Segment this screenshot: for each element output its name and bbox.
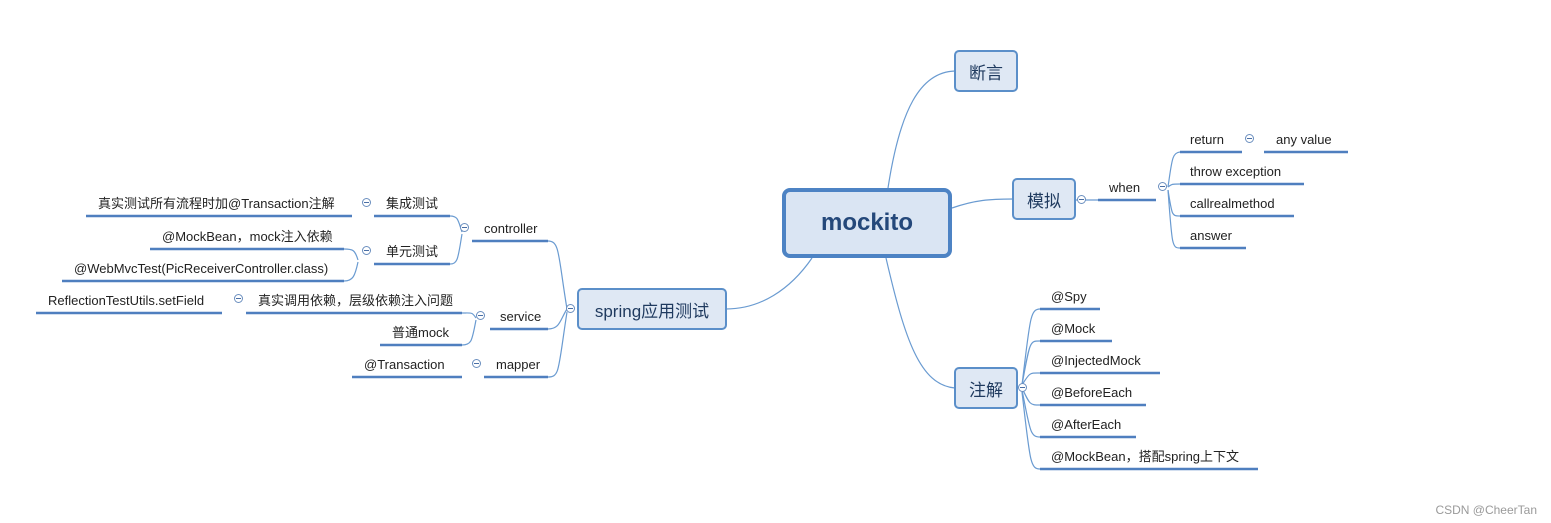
node-any-value[interactable]: any value bbox=[1276, 132, 1332, 147]
branch-simulate[interactable]: 模拟 bbox=[1012, 178, 1076, 220]
node-real-call[interactable]: 真实调用依赖，层级依赖注入问题 bbox=[258, 293, 454, 308]
node-reflection[interactable]: ReflectionTestUtils.setField bbox=[48, 293, 205, 308]
annotation-item[interactable]: @BeforeEach bbox=[1051, 385, 1133, 400]
node-callrealmethod[interactable]: callrealmethod bbox=[1190, 196, 1275, 211]
branch-spring-test[interactable]: spring应用测试 bbox=[577, 288, 727, 330]
annotation-item[interactable]: @Mock bbox=[1051, 321, 1096, 336]
collapse-toggle-icon[interactable] bbox=[1077, 195, 1086, 204]
node-integration-test[interactable]: 集成测试 bbox=[386, 196, 439, 211]
node-when[interactable]: when bbox=[1109, 180, 1141, 195]
node-normal-mock[interactable]: 普通mock bbox=[392, 325, 450, 340]
node-service[interactable]: service bbox=[500, 309, 542, 324]
node-throw-exception[interactable]: throw exception bbox=[1190, 164, 1282, 179]
collapse-toggle-icon[interactable] bbox=[362, 246, 371, 255]
branch-annotation[interactable]: 注解 bbox=[954, 367, 1018, 409]
node-answer[interactable]: answer bbox=[1190, 228, 1232, 243]
collapse-toggle-icon[interactable] bbox=[476, 311, 485, 320]
collapse-toggle-icon[interactable] bbox=[1245, 134, 1254, 143]
collapse-toggle-icon[interactable] bbox=[460, 223, 469, 232]
annotation-item[interactable]: @AfterEach bbox=[1051, 417, 1122, 432]
collapse-toggle-icon[interactable] bbox=[566, 304, 575, 313]
annotation-item[interactable]: @MockBean，搭配spring上下文 bbox=[1051, 449, 1240, 464]
node-controller[interactable]: controller bbox=[484, 221, 538, 236]
node-mapper[interactable]: mapper bbox=[496, 357, 541, 372]
branch-assert[interactable]: 断言 bbox=[954, 50, 1018, 92]
node-webmvctest-note[interactable]: @WebMvcTest(PicReceiverController.class) bbox=[74, 261, 329, 276]
collapse-toggle-icon[interactable] bbox=[1158, 182, 1167, 191]
annotation-item[interactable]: @InjectedMock bbox=[1051, 353, 1141, 368]
node-transaction[interactable]: @Transaction bbox=[364, 357, 445, 372]
collapse-toggle-icon[interactable] bbox=[234, 294, 243, 303]
watermark: CSDN @CheerTan bbox=[1435, 503, 1537, 517]
annotation-item[interactable]: @Spy bbox=[1051, 289, 1087, 304]
collapse-toggle-icon[interactable] bbox=[362, 198, 371, 207]
node-return[interactable]: return bbox=[1190, 132, 1224, 147]
node-unit-test[interactable]: 单元测试 bbox=[386, 244, 439, 259]
collapse-toggle-icon[interactable] bbox=[1018, 383, 1027, 392]
collapse-toggle-icon[interactable] bbox=[472, 359, 481, 368]
node-integration-note[interactable]: 真实测试所有流程时加@Transaction注解 bbox=[98, 196, 335, 211]
root-node-mockito[interactable]: mockito bbox=[782, 188, 952, 258]
node-mockbean-note[interactable]: @MockBean，mock注入依赖 bbox=[162, 229, 333, 244]
